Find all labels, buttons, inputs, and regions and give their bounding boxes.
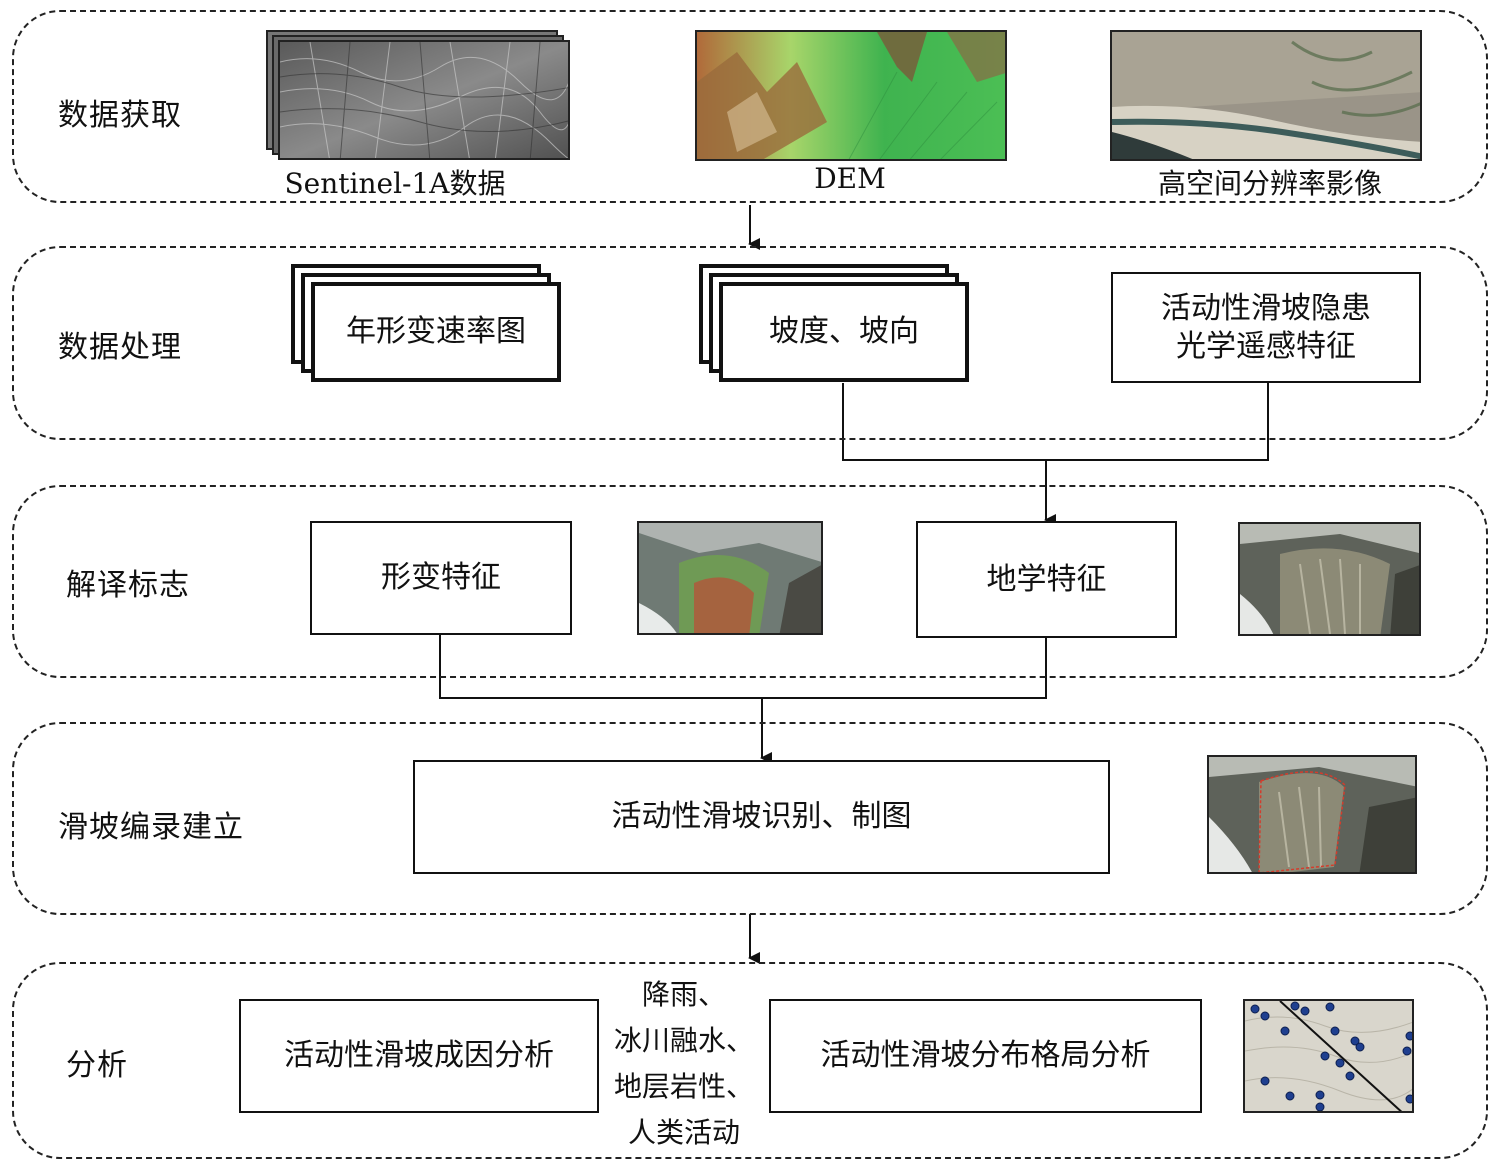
geoscience-example-texture [1240,524,1419,634]
sar-texture [280,42,568,158]
deformation-rate-box: 年形变速率图 [311,282,561,382]
factor-human-activity: 人类活动 [627,1116,740,1149]
factor-rainfall: 降雨、 [641,978,726,1011]
cause-analysis-box: 活动性滑坡成因分析 [239,999,599,1113]
dem-image [695,30,1007,161]
stage-interpretation [12,485,1488,678]
sar-image [278,40,570,160]
optical-texture [1112,32,1420,159]
mapping-example-texture [1209,757,1415,872]
distribution-map-image [1243,999,1414,1113]
merge-line-interpretation [439,634,1047,699]
optical-features-box: 活动性滑坡隐患 光学遥感特征 [1111,272,1421,383]
caption-dem: DEM [814,162,886,195]
dem-texture [697,32,1005,159]
stage-label-processing: 数据处理 [58,330,182,365]
geoscience-features-box: 地学特征 [916,521,1177,638]
stage-analysis [12,962,1488,1159]
caption-sar: Sentinel-1A数据 [284,167,506,200]
deformation-features-box: 形变特征 [310,521,572,635]
optical-image [1110,30,1422,161]
factors-list: 降雨、 冰川融水、 地层岩性、 人类活动 [604,972,764,1156]
stage-label-inventory: 滑坡编录建立 [58,810,244,845]
stage-label-interpretation: 解译标志 [66,568,190,603]
identification-mapping-box: 活动性滑坡识别、制图 [413,760,1110,874]
mapping-example-image [1207,755,1417,874]
stage-processing [12,246,1488,440]
factor-lithology: 地层岩性、 [613,1070,754,1103]
deformation-example-image [637,521,823,635]
factor-glacier-melt: 冰川融水、 [613,1024,754,1057]
geoscience-example-image [1238,522,1421,636]
stage-acquisition [12,10,1488,203]
deformation-example-texture [639,523,821,633]
stage-label-acquisition: 数据获取 [58,98,182,133]
slope-aspect-box: 坡度、坡向 [719,282,969,382]
stage-label-analysis: 分析 [66,1048,128,1083]
optical-features-line1: 活动性滑坡隐患 [1161,290,1371,326]
merge-line-processing [842,383,1269,461]
stage-inventory [12,722,1488,915]
distribution-analysis-box: 活动性滑坡分布格局分析 [769,999,1202,1113]
caption-optical: 高空间分辨率影像 [1157,167,1382,200]
distribution-map-texture [1245,1001,1412,1111]
optical-features-line2: 光学遥感特征 [1176,328,1356,364]
